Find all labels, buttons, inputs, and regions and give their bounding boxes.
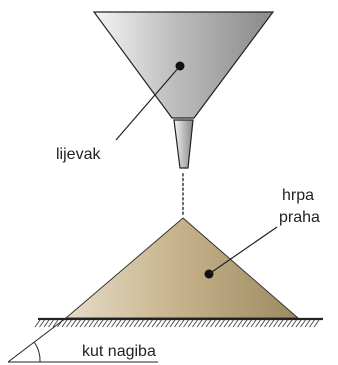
funnel-spout: [173, 119, 194, 169]
ground-hatching: [34, 319, 320, 328]
funnel-label: lijevak: [56, 146, 101, 163]
pile-label-line1: hrpa: [282, 187, 314, 204]
funnel: [92, 11, 275, 169]
powder-pile: [64, 217, 300, 319]
angle-label: kut nagiba: [82, 343, 156, 360]
angle-marker: [7, 317, 158, 363]
angle-extension-line: [7, 317, 67, 363]
ground-surface: [34, 317, 323, 328]
pile-triangle: [64, 217, 300, 319]
pile-label-line2: praha: [279, 209, 320, 226]
funnel-pointer-line: [115, 65, 181, 141]
pile-pointer-line: [208, 226, 278, 275]
angle-arc: [34, 342, 41, 363]
